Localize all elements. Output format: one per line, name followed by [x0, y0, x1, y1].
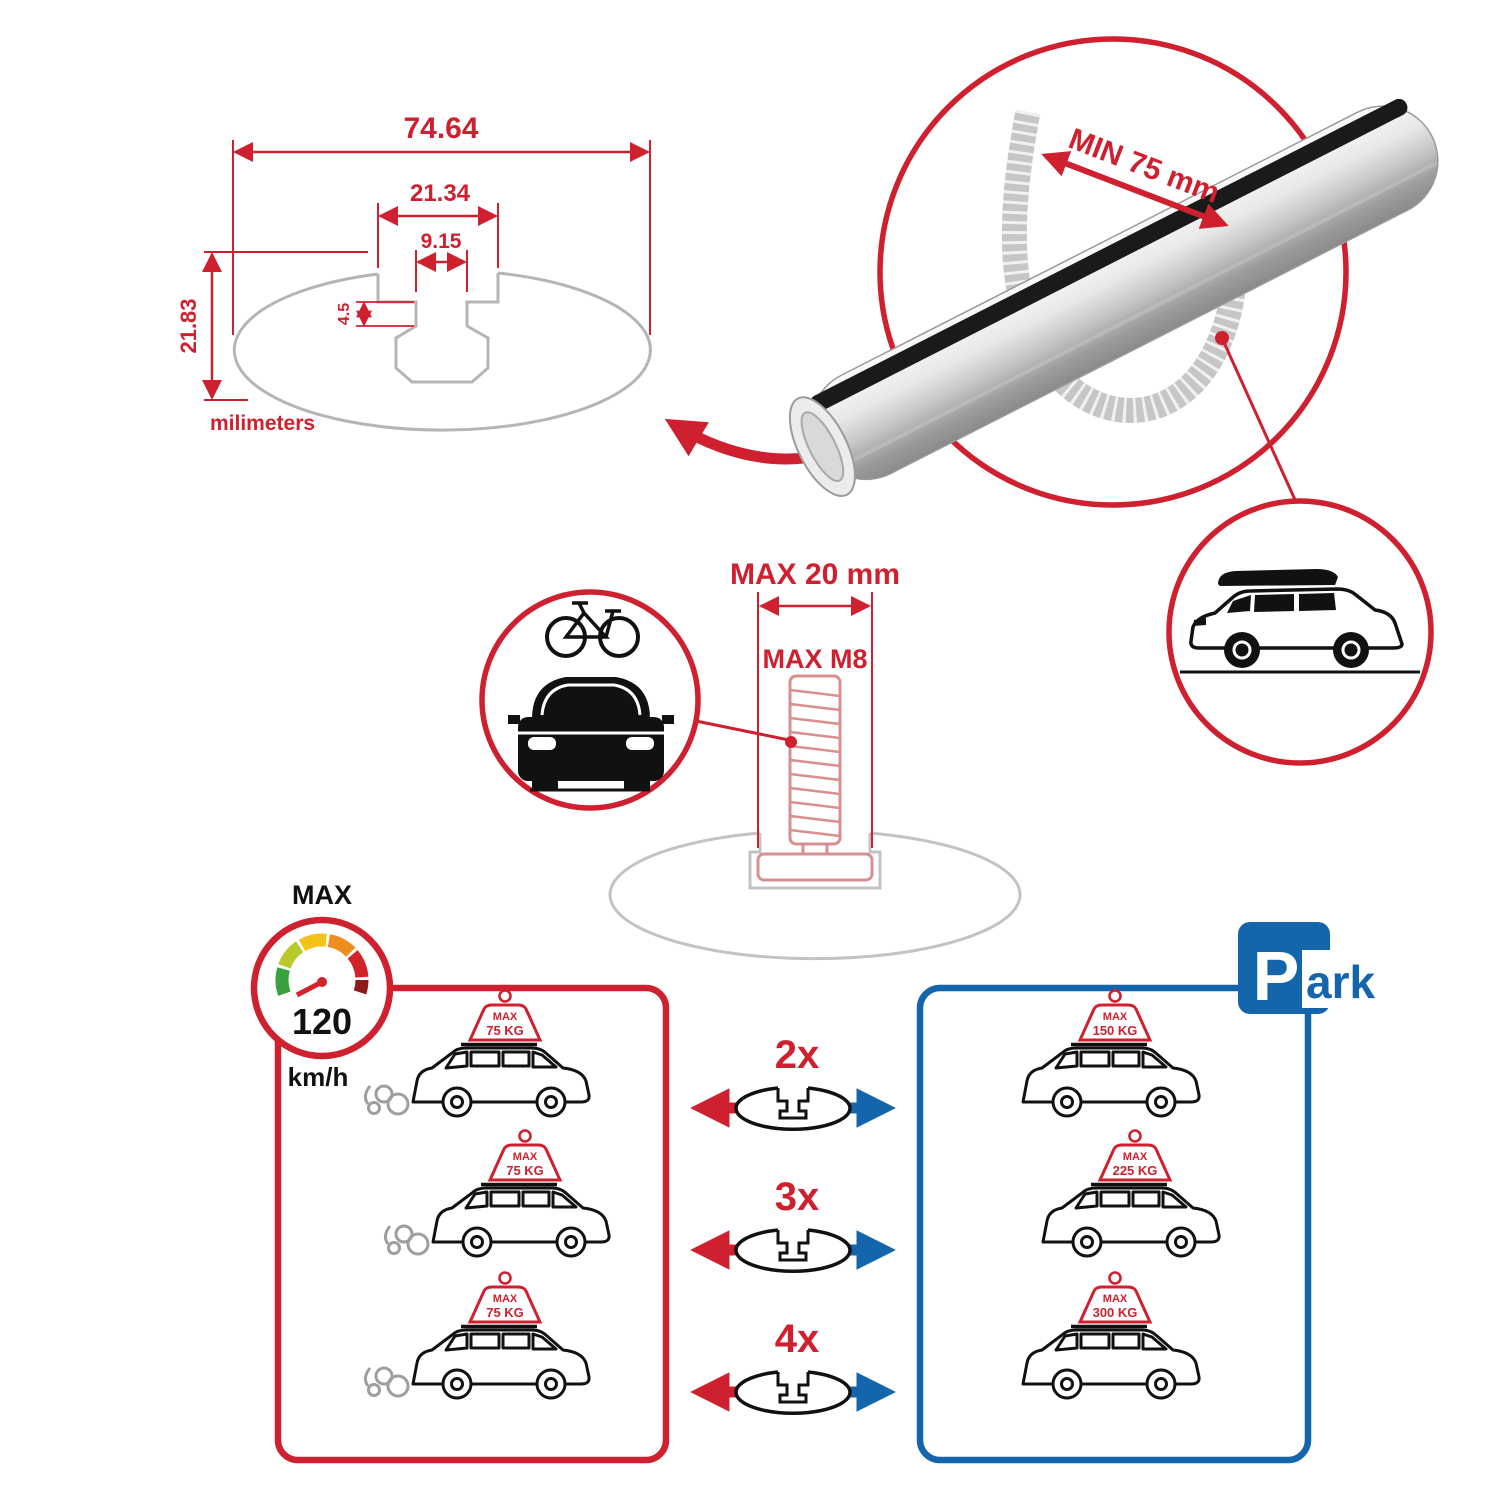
gauge-units: km/h: [288, 1062, 349, 1092]
load-badge: MAX 75 KG: [488, 1129, 562, 1182]
speed-gauge: MAX 120 km/h: [250, 880, 394, 1092]
wheel-rim: [1341, 640, 1361, 660]
gauge-max-label: MAX: [292, 880, 352, 910]
profile-t-slot: [376, 273, 500, 384]
crossbar-profile-icon: [734, 1086, 852, 1132]
load-badge-weight: 225 KG: [1113, 1163, 1158, 1178]
gauge-arc: [275, 933, 369, 996]
crossbar: [788, 98, 1439, 497]
bar-count-label: 4x: [775, 1317, 820, 1361]
cross-section-diagram: 74.64 21.34 9.15 21.83 4.5 milimeters: [176, 112, 652, 435]
leader-dot: [785, 736, 797, 748]
crossbar-groove: [841, 161, 1437, 468]
load-badge-weight: 75 KG: [486, 1023, 524, 1038]
car-window: [1227, 595, 1251, 613]
row-2-connector: 3x: [690, 1175, 896, 1274]
leader-line: [1220, 337, 1298, 503]
load-badge-max: MAX: [1123, 1151, 1148, 1163]
load-badge-weight: 300 KG: [1093, 1305, 1138, 1320]
windshield: [540, 683, 642, 716]
load-badge: MAX 225 KG: [1098, 1129, 1172, 1182]
leader-line: [695, 719, 790, 742]
min-span-arrow: [1041, 151, 1229, 229]
park-sign: P ark: [1238, 922, 1394, 1015]
park-sign-letter: P: [1253, 937, 1300, 1015]
crossbar-rubber-strip: [810, 98, 1408, 412]
crossbar-profile-icon: [734, 1370, 852, 1416]
profile-cross-section-gray: [608, 831, 1022, 961]
car-front-icon: [508, 601, 674, 792]
wheel: [624, 781, 650, 790]
car-cabin: [532, 677, 650, 719]
load-badge-max: MAX: [493, 1293, 518, 1305]
load-badge-max: MAX: [493, 1011, 518, 1023]
bolt-threads: [789, 688, 841, 838]
slot-width-label: 9.15: [421, 230, 462, 253]
roofbox-car: [1180, 569, 1420, 674]
bolt-diagram: MAX 20 mm MAX M8: [479, 558, 1022, 961]
headlight: [626, 737, 654, 750]
bolt-t-head: [756, 852, 874, 882]
wheel: [532, 781, 558, 790]
bar-count-label: 2x: [775, 1033, 820, 1077]
profile-ellipse: [232, 271, 652, 432]
row-3-connector: 4x: [690, 1317, 896, 1416]
total-width-label: 74.64: [403, 112, 478, 145]
t-bolt: [756, 674, 874, 882]
headlight: [1193, 618, 1206, 626]
load-badge-weight: 150 KG: [1093, 1023, 1138, 1038]
wheel: [1333, 632, 1369, 668]
strap-band: [1001, 109, 1247, 423]
load-badge-max: MAX: [513, 1151, 538, 1163]
park-sign-suffix: ark: [1306, 956, 1375, 1008]
mounting-strap: [1001, 109, 1247, 423]
gray-profile-channel: [748, 833, 882, 890]
crossbar-end-detail: [800, 411, 845, 483]
car-window: [1254, 594, 1294, 612]
roof-box: [1218, 569, 1338, 586]
mirror: [662, 715, 674, 724]
gauge-value: 120: [292, 1001, 352, 1042]
crossbar-render: MIN 75 mm: [788, 36, 1439, 766]
units-label: milimeters: [210, 412, 315, 435]
channel-width-label: 21.34: [410, 180, 471, 207]
headlight: [528, 737, 556, 750]
load-badge: MAX 75 KG: [468, 1271, 542, 1324]
wheel: [1224, 632, 1260, 668]
bike-icon: [545, 601, 640, 658]
bolt-max-width-label: MAX 20 mm: [730, 558, 900, 591]
load-badge-max: MAX: [1103, 1011, 1128, 1023]
wheel-rim: [1232, 640, 1252, 660]
bolt-thread-label: MAX M8: [762, 644, 867, 674]
load-badge-max: MAX: [1103, 1293, 1128, 1305]
load-badge: MAX 150 KG: [1078, 989, 1152, 1042]
lip-depth-label: 4.5: [336, 303, 353, 325]
crossbar-profile-icon: [734, 1228, 852, 1274]
total-height-label: 21.83: [176, 298, 201, 353]
park-sign-suffix-bg: [1302, 950, 1394, 1008]
load-badge: MAX 75 KG: [468, 989, 542, 1042]
row-1-connector: 2x: [690, 1033, 896, 1132]
car-window: [1299, 593, 1336, 611]
load-badge: MAX 300 KG: [1078, 1271, 1152, 1324]
load-badge-weight: 75 KG: [506, 1163, 544, 1178]
bar-count-label: 3x: [775, 1175, 820, 1219]
gauge-needle-hub: [317, 977, 327, 987]
gray-profile-ellipse: [608, 831, 1022, 961]
mirror: [508, 715, 520, 724]
load-badge-weight: 75 KG: [486, 1305, 524, 1320]
load-panels: 2x 3x 4x MAX 75 KG MAX 75 KG: [250, 880, 1394, 1464]
